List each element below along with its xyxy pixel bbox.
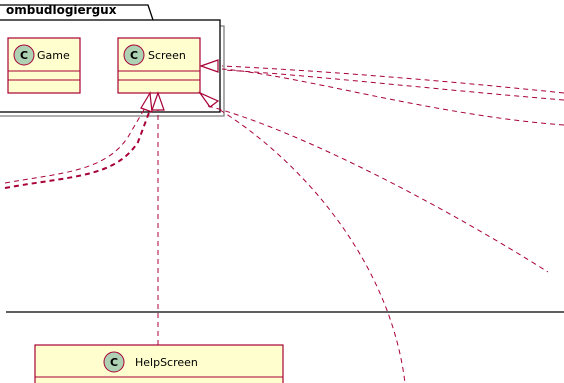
class-stereotype-icon <box>13 44 35 66</box>
arrowhead-helpscreen <box>151 91 165 111</box>
class-helpscreen[interactable]: C HelpScreen <box>34 344 284 383</box>
relation-left-screen-2 <box>4 107 146 184</box>
stereotype-glyph: C <box>130 49 138 62</box>
relation-curve-right <box>207 105 549 273</box>
arrowhead-left <box>140 91 153 113</box>
class-name: Game <box>37 49 70 62</box>
class-screen[interactable]: C Screen <box>117 37 201 94</box>
arrowheads <box>140 59 220 113</box>
class-name: Screen <box>148 49 186 62</box>
arrowhead-down <box>198 91 220 108</box>
stereotype-glyph: C <box>20 49 28 62</box>
relation-right-screen <box>221 65 564 94</box>
relation-curve-down <box>219 109 406 383</box>
arrowhead-right <box>199 59 219 73</box>
package-title: ombudlogiergux <box>6 3 117 17</box>
class-stereotype-icon <box>103 351 125 373</box>
relation-left-screen <box>4 109 151 189</box>
class-game[interactable]: C Game <box>7 37 81 94</box>
class-name: HelpScreen <box>135 356 198 369</box>
stereotype-glyph: C <box>110 356 118 369</box>
class-stereotype-icon <box>123 44 145 66</box>
relation-right-screen-2 <box>223 69 564 101</box>
relations <box>4 65 564 383</box>
